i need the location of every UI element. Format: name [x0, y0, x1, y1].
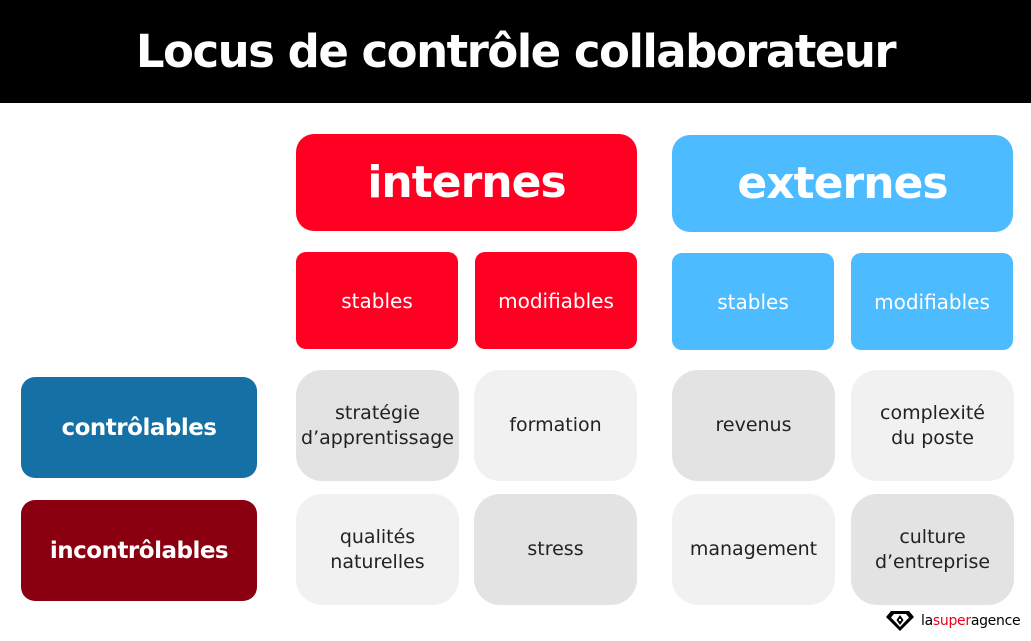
cell-text: complexité du poste — [880, 401, 985, 449]
subheader-externes-stables: stables — [672, 253, 834, 350]
row-header-controlables: contrôlables — [21, 377, 257, 478]
page-title: Locus de contrôle collaborateur — [135, 25, 897, 78]
cell-complexite-poste: complexité du poste — [851, 370, 1014, 481]
cell-strategie-apprentissage: stratégie d’apprentissage — [296, 370, 459, 481]
subheader-externes-modifiables: modifiables — [851, 253, 1013, 350]
diamond-pen-icon — [886, 611, 914, 631]
cell-text: stress — [527, 538, 584, 560]
row-label: incontrôlables — [49, 537, 229, 564]
row-label: contrôlables — [61, 414, 218, 441]
cell-stress: stress — [474, 494, 637, 605]
cell-text: management — [689, 538, 818, 560]
column-label: internes — [367, 157, 566, 208]
subheader-label: modifiables — [498, 288, 614, 313]
cell-text: culture d’entreprise — [874, 525, 991, 573]
column-label: externes — [737, 158, 948, 209]
subheader-label: stables — [717, 289, 789, 314]
logo-text: lasuperagence — [921, 613, 1021, 629]
cell-text: qualités naturelles — [330, 525, 425, 573]
subheader-internes-modifiables: modifiables — [475, 252, 637, 349]
cell-text: revenus — [715, 414, 792, 436]
cell-formation: formation — [474, 370, 637, 481]
cell-revenus: revenus — [672, 370, 835, 481]
cell-culture-entreprise: culture d’entreprise — [851, 494, 1014, 605]
title-banner: Locus de contrôle collaborateur — [0, 0, 1031, 103]
column-header-externes: externes — [672, 135, 1013, 232]
subheader-internes-stables: stables — [296, 252, 458, 349]
cell-management: management — [672, 494, 835, 605]
subheader-label: modifiables — [874, 289, 990, 314]
brand-logo: lasuperagence — [885, 610, 1021, 632]
cell-qualites-naturelles: qualités naturelles — [296, 494, 459, 605]
row-header-incontrolables: incontrôlables — [21, 500, 257, 601]
cell-text: formation — [509, 414, 602, 436]
subheader-label: stables — [341, 288, 413, 313]
cell-text: stratégie d’apprentissage — [301, 401, 454, 449]
column-header-internes: internes — [296, 134, 637, 231]
